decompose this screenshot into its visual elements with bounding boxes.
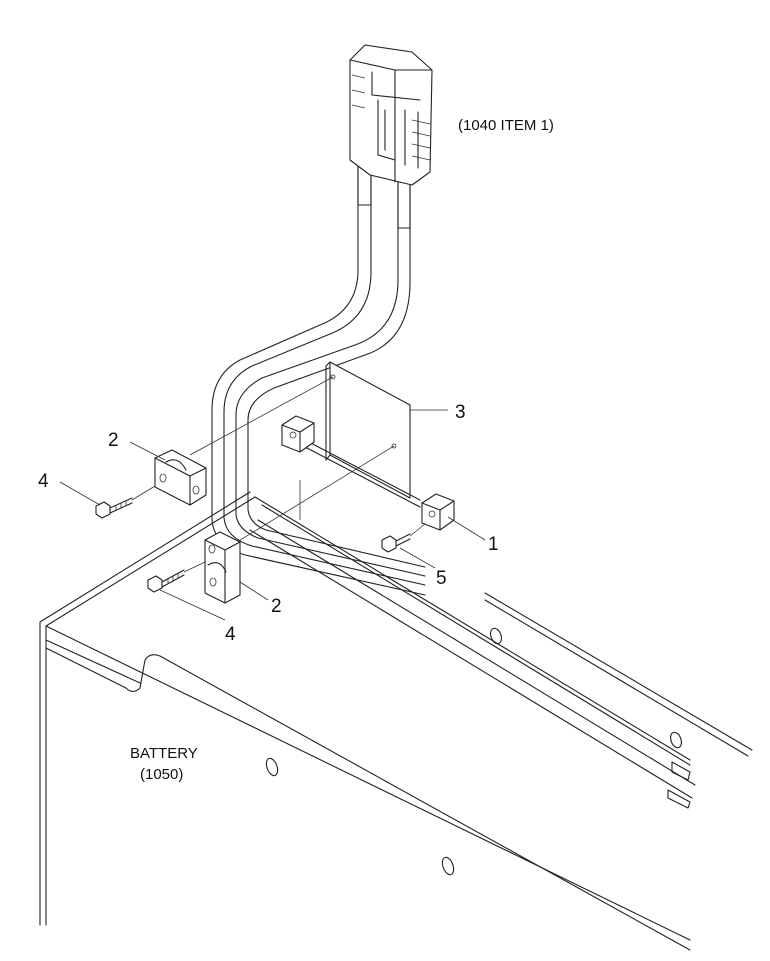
callout-leaders xyxy=(59,409,486,621)
cable-assembly xyxy=(211,159,426,596)
callout-4-upper: 4 xyxy=(38,471,49,492)
screw-bracket xyxy=(381,523,426,553)
battery-number-label: (1050) xyxy=(140,766,183,783)
spacer-block-left xyxy=(281,415,315,453)
battery-box xyxy=(39,480,753,951)
callout-2-upper: 2 xyxy=(108,430,119,451)
screw-lower xyxy=(147,561,206,593)
battery-label: BATTERY xyxy=(130,745,198,762)
battery-connector xyxy=(349,44,433,186)
callout-3: 3 xyxy=(455,402,466,423)
screw-upper xyxy=(95,485,156,519)
bracket-plate xyxy=(189,361,421,546)
spacer-block-right xyxy=(421,493,455,531)
cable-clamp-upper xyxy=(154,449,207,506)
reference-label: (1040 ITEM 1) xyxy=(458,117,554,134)
callout-5: 5 xyxy=(436,568,447,589)
callout-1: 1 xyxy=(488,534,499,555)
callout-4-lower: 4 xyxy=(225,624,236,645)
cable-clamp-lower xyxy=(204,531,241,604)
callout-2-lower: 2 xyxy=(271,596,282,617)
